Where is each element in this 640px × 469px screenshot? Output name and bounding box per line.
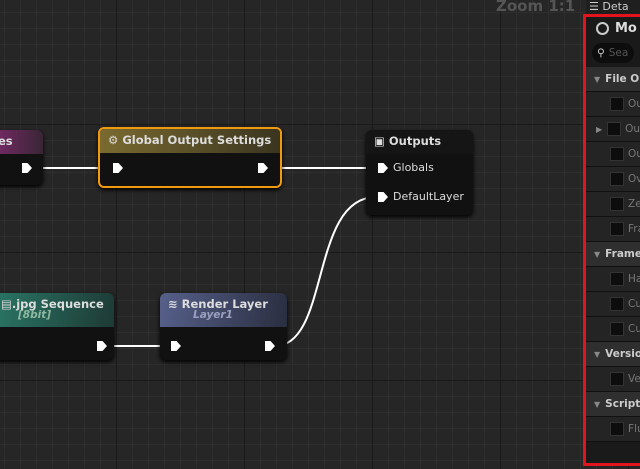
collapse-triangle-icon[interactable]: ▼ <box>594 249 601 259</box>
input-pin[interactable] <box>113 163 123 173</box>
checkbox[interactable] <box>610 197 624 211</box>
section-label: Versio <box>605 348 640 360</box>
collapse-triangle-icon[interactable]: ▼ <box>594 349 601 359</box>
section-header[interactable]: ▼ File Ou <box>586 67 640 92</box>
property-label: Ha <box>628 273 640 285</box>
node-global-output-settings[interactable]: ⚙ Global Output Settings <box>98 127 282 188</box>
layers-icon: ≋ <box>168 297 182 311</box>
property-row[interactable]: Ve <box>586 367 640 392</box>
property-row[interactable]: ▶ Ou <box>586 117 640 142</box>
outputs-icon: ▣ <box>374 134 389 148</box>
output-pin[interactable] <box>97 341 107 351</box>
node-title: es <box>0 130 43 154</box>
property-row[interactable]: Fra <box>586 217 640 242</box>
search-placeholder: Sea <box>608 47 629 59</box>
search-icon: ⚲ <box>597 47 605 59</box>
property-label: Ou <box>625 123 640 135</box>
collapse-triangle-icon[interactable]: ▼ <box>594 399 601 409</box>
property-row[interactable]: Flu <box>586 417 640 442</box>
checkbox[interactable] <box>607 122 622 136</box>
panel-header: Mo <box>586 17 640 39</box>
panel-title: Mo <box>615 20 637 36</box>
property-label: Ze <box>628 198 640 210</box>
property-label: Ve <box>628 373 640 385</box>
file-icon: ▤ <box>1 297 12 311</box>
node-subtitle: [8bit] <box>18 309 52 321</box>
property-label: Ou <box>628 98 640 110</box>
section-header[interactable]: ▼ Scripti <box>586 392 640 417</box>
defaultlayer-pin[interactable] <box>378 192 388 202</box>
property-row[interactable]: Cu <box>586 292 640 317</box>
input-pin[interactable] <box>171 341 181 351</box>
node-outputs[interactable]: ▣ Outputs Globals DefaultLayer <box>366 130 473 215</box>
checkbox[interactable] <box>610 272 624 286</box>
section-header[interactable]: ▼ Frame <box>586 242 640 267</box>
details-panel: Mo ⚲Sea ▼File OuOu▶OuOuOvZeFra▼FrameHaCu… <box>583 14 640 466</box>
expand-triangle-icon[interactable]: ▶ <box>596 124 603 134</box>
node-left[interactable]: es <box>0 130 43 185</box>
details-tab[interactable]: ☰ Deta <box>586 0 640 14</box>
property-list: ▼File OuOu▶OuOuOvZeFra▼FrameHaCuCu▼Versi… <box>586 67 640 442</box>
checkbox[interactable] <box>610 297 624 311</box>
wire-render-to-outputs <box>274 196 377 347</box>
property-row[interactable]: Ou <box>586 92 640 117</box>
property-row[interactable]: Cu <box>586 317 640 342</box>
checkbox[interactable] <box>610 422 624 436</box>
output-pin[interactable] <box>22 163 32 173</box>
search-bar: ⚲Sea <box>586 39 640 67</box>
section-header[interactable]: ▼ Versio <box>586 342 640 367</box>
checkbox[interactable] <box>610 172 624 186</box>
node-title: .jpg Sequence <box>11 297 104 311</box>
details-icon: ☰ <box>589 0 603 13</box>
property-row[interactable]: Ha <box>586 267 640 292</box>
node-subtitle: Layer1 <box>193 309 233 321</box>
zoom-label: Zoom 1:1 <box>496 0 576 15</box>
section-label: Frame <box>605 248 640 260</box>
pin-label: Globals <box>393 161 434 174</box>
node-title: Outputs <box>388 134 442 148</box>
collapse-triangle-icon[interactable]: ▼ <box>594 74 601 84</box>
asset-icon <box>596 21 609 35</box>
property-label: Flu <box>628 423 640 435</box>
property-row[interactable]: Ov <box>586 167 640 192</box>
pin-label: DefaultLayer <box>393 190 464 203</box>
property-label: Ov <box>628 173 640 185</box>
property-label: Cu <box>628 298 640 310</box>
property-row[interactable]: Ze <box>586 192 640 217</box>
property-row[interactable]: Ou <box>586 142 640 167</box>
property-label: Cu <box>628 323 640 335</box>
search-input[interactable]: ⚲Sea <box>592 43 634 63</box>
checkbox[interactable] <box>610 97 624 111</box>
node-render-layer[interactable]: ≋ Render Layer Layer1 <box>160 293 287 360</box>
output-pin[interactable] <box>258 163 268 173</box>
globals-pin[interactable] <box>378 163 388 173</box>
output-pin[interactable] <box>265 341 275 351</box>
node-title: Global Output Settings <box>122 133 272 147</box>
checkbox[interactable] <box>610 322 624 336</box>
details-tab-label: Deta <box>602 0 629 13</box>
checkbox[interactable] <box>610 372 624 386</box>
section-label: Scripti <box>605 398 640 410</box>
node-title: Render Layer <box>181 297 268 311</box>
node-jpg-sequence[interactable]: ▤.jpg Sequence [8bit] <box>0 293 114 360</box>
checkbox[interactable] <box>610 147 624 161</box>
property-label: Fra <box>628 223 640 235</box>
section-label: File Ou <box>605 73 640 85</box>
property-label: Ou <box>628 148 640 160</box>
gear-icon: ⚙ <box>108 133 123 147</box>
checkbox[interactable] <box>610 222 624 236</box>
